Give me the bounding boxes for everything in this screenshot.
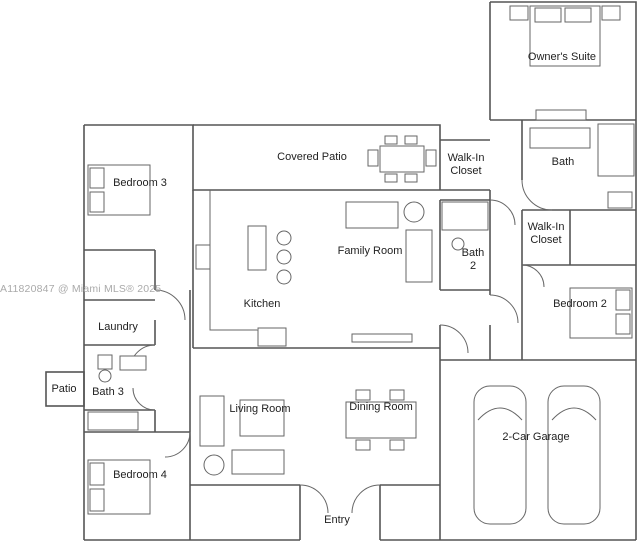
room-label-bath: Bath (551, 156, 575, 168)
bedroom4-bed (87, 459, 151, 515)
room-label-bedroom-3: Bedroom 3 (113, 177, 167, 189)
dining-table (345, 389, 417, 451)
owners-suite-bed (509, 5, 621, 67)
room-label-bath-3: Bath 3 (92, 386, 124, 398)
kitchen-fixtures (195, 190, 292, 347)
room-label-family-room: Family Room (337, 245, 403, 257)
family-room-furniture (345, 201, 433, 343)
room-label-walk-in-closet-1: Walk-In Closet (447, 152, 485, 177)
room-label-bedroom-2: Bedroom 2 (553, 298, 607, 310)
door-swings (129, 179, 553, 514)
bedroom2-bed (569, 287, 633, 339)
room-label-bedroom-4: Bedroom 4 (113, 469, 167, 481)
room-label-patio: Patio (51, 383, 77, 395)
living-room-furniture (199, 395, 285, 476)
patio-table (367, 135, 437, 183)
bath-fixtures (87, 109, 635, 431)
room-label-bath-2: Bath 2 (461, 247, 485, 272)
room-label-kitchen: Kitchen (243, 298, 281, 310)
room-label-entry: Entry (324, 514, 350, 526)
bedroom3-bed (87, 164, 151, 216)
exterior-walls (83, 1, 637, 541)
room-label-dining-room: Dining Room (349, 401, 413, 413)
room-label-owners-suite: Owner's Suite (527, 51, 597, 63)
room-label-living-room: Living Room (229, 403, 291, 415)
room-label-walk-in-closet-2: Walk-In Closet (527, 221, 565, 246)
mls-watermark: A11820847 @ Miami MLS® 2025 (0, 283, 162, 295)
room-label-laundry: Laundry (98, 321, 138, 333)
side-patio (45, 371, 85, 407)
garage-cars (473, 385, 601, 525)
room-label-covered-patio: Covered Patio (277, 151, 347, 163)
room-label-garage: 2-Car Garage (502, 431, 570, 443)
